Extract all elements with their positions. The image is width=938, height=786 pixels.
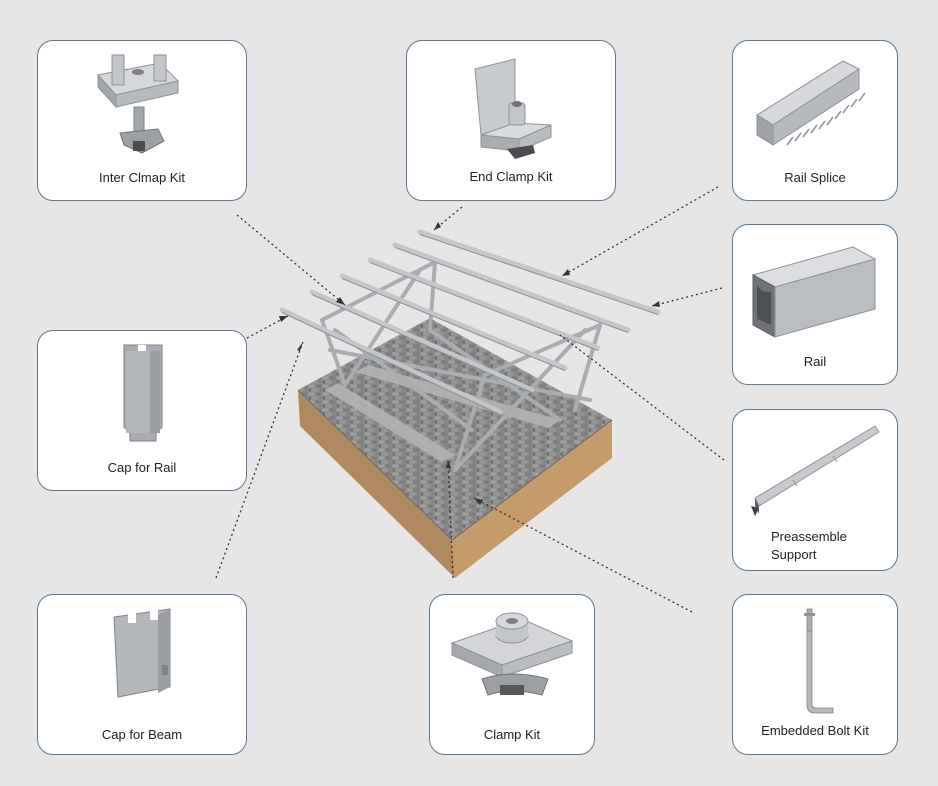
part-label: Cap for Beam — [101, 727, 183, 742]
inter-clamp-icon — [97, 54, 179, 154]
part-label-line1: Preassemble — [771, 529, 847, 544]
leader-arrowheads — [279, 222, 660, 505]
part-label: End Clamp Kit — [469, 169, 553, 184]
rail-icon — [751, 246, 877, 338]
support-beam-icon — [751, 425, 880, 516]
rail-edges — [281, 234, 659, 415]
inter-clamp-kit-card[interactable]: Inter Clmap Kit — [37, 40, 247, 201]
part-label-line2: Support — [771, 547, 817, 562]
rail-cap-icon — [123, 344, 163, 442]
rail-splice-icon — [756, 60, 866, 146]
clamp-kit-card[interactable]: Clamp Kit — [429, 594, 595, 755]
end-clamp-kit-card[interactable]: End Clamp Kit — [406, 40, 616, 201]
part-label: Inter Clmap Kit — [99, 170, 185, 185]
rail-splice-card[interactable]: Rail Splice — [732, 40, 898, 201]
part-label: Cap for Rail — [107, 460, 177, 475]
part-label: Embedded Bolt Kit — [761, 723, 869, 738]
clamp-icon — [450, 612, 574, 696]
preassemble-support-card[interactable]: Preassemble Support — [732, 409, 898, 571]
end-clamp-icon — [474, 58, 552, 159]
rail-card[interactable]: Rail — [732, 224, 898, 385]
embedded-bolt-icon — [804, 608, 834, 714]
rails — [279, 229, 661, 415]
embedded-bolt-kit-card[interactable]: Embedded Bolt Kit — [732, 594, 898, 755]
beam-cap-icon — [113, 608, 171, 698]
part-label: Clamp Kit — [483, 727, 541, 742]
cap-for-rail-card[interactable]: Cap for Rail — [37, 330, 247, 491]
cap-for-beam-card[interactable]: Cap for Beam — [37, 594, 247, 755]
part-label: Rail Splice — [784, 170, 846, 185]
part-label: Rail — [803, 354, 827, 369]
